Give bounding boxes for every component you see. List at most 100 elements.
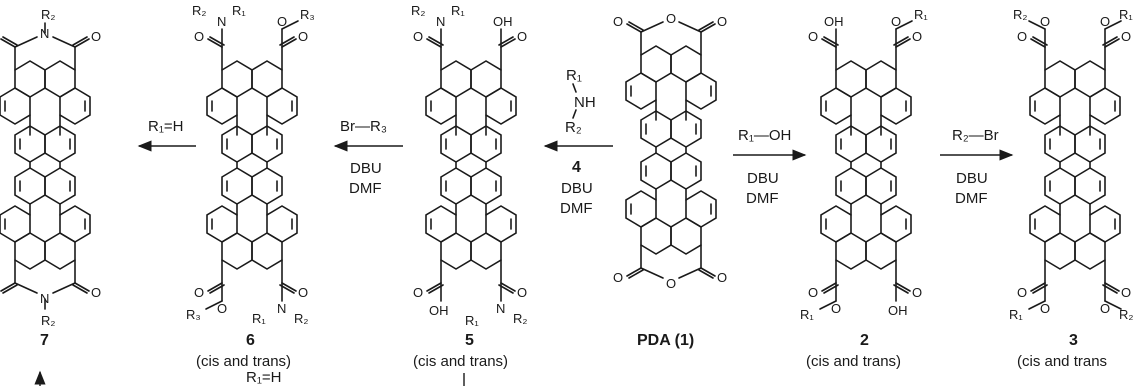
compound-6-number: 6	[246, 332, 255, 349]
atom-r1: R₁	[252, 311, 266, 326]
atom-o: O	[1121, 29, 1131, 44]
atom-r2: R₂	[41, 313, 55, 328]
reagent-dmf: DMF	[746, 190, 779, 207]
atom-o: O	[277, 14, 287, 29]
atom-n: N	[217, 14, 226, 29]
reagent-amine-r1: R₁	[566, 67, 582, 84]
compound-7: N R₂ O O N R₂ O O	[0, 7, 101, 328]
compound-1-name: PDA (1)	[637, 332, 694, 349]
compound-5-number: 5	[465, 332, 474, 349]
atom-o: O	[194, 29, 204, 44]
reagent-dbu: DBU	[561, 180, 593, 197]
reagent-dbu: DBU	[350, 160, 382, 177]
atom-o: O	[717, 14, 727, 29]
compound-7-number: 7	[40, 332, 49, 349]
reagent-dmf: DMF	[349, 180, 382, 197]
atom-r1: R₁	[914, 7, 928, 22]
atom-o: O	[91, 285, 101, 300]
atom-r2: R₂	[294, 311, 308, 326]
compound-2-note: (cis and trans)	[806, 353, 901, 370]
compound-6-note: (cis and trans)	[196, 353, 291, 370]
atom-r2: R₂	[192, 3, 206, 18]
reagent-dmf: DMF	[560, 200, 593, 217]
atom-o: O	[613, 14, 623, 29]
arrow-6-to-7: R₁=H	[137, 118, 196, 152]
compound-3-note: (cis and trans	[1017, 353, 1107, 370]
arrow-2-to-3: R₂—Br DBU DMF	[940, 127, 1014, 207]
atom-n: N	[40, 26, 49, 41]
atom-o: O	[717, 270, 727, 285]
atom-o: O	[517, 285, 527, 300]
atom-o: O	[1040, 14, 1050, 29]
atom-r2: R₂	[1013, 7, 1027, 22]
arrow-5-to-7-bottom: R₁=H	[34, 369, 465, 386]
reagent-br-r3: Br—R₃	[340, 118, 387, 135]
compound-5-note: (cis and trans)	[413, 353, 508, 370]
atom-o: O	[298, 29, 308, 44]
atom-o: O	[1017, 29, 1027, 44]
compound-5: N R₂ R₁ OH O O OH N R₁ R₂ O O	[411, 3, 527, 328]
arrow-1-to-2: R₁—OH DBU DMF	[733, 127, 807, 207]
reagent-r1-h-bottom: R₁=H	[246, 369, 282, 386]
atom-o: O	[1100, 14, 1110, 29]
atom-o: O	[912, 29, 922, 44]
atom-o: O	[298, 285, 308, 300]
compound-3: O R₂ O R₁ O O O R₁ O R₂ O O	[1009, 7, 1133, 322]
atom-r1: R₁	[1119, 7, 1133, 22]
compound-6: N R₂ R₁ O R₃ O O O R₃ N R₁ R₂ O O	[186, 3, 315, 326]
atom-r1: R₁	[800, 307, 814, 322]
atom-o: O	[891, 14, 901, 29]
reagent-dbu: DBU	[956, 170, 988, 187]
atom-o: O	[1017, 285, 1027, 300]
atom-r1: R₁	[451, 3, 465, 18]
atom-oh: OH	[493, 14, 513, 29]
compound-3-number: 3	[1069, 332, 1078, 349]
atom-r3: R₃	[300, 7, 315, 22]
arrow-5-to-6: Br—R₃ DBU DMF	[333, 118, 403, 197]
atom-oh: OH	[824, 14, 844, 29]
compound-2-number: 2	[860, 332, 869, 349]
atom-r2: R₂	[513, 311, 527, 326]
atom-r1: R₁	[1009, 307, 1023, 322]
reagent-amine-nh: NH	[574, 94, 596, 111]
atom-o: O	[912, 285, 922, 300]
atom-o: O	[413, 285, 423, 300]
atom-o: O	[808, 29, 818, 44]
atom-n: N	[277, 301, 286, 316]
atom-r2: R₂	[41, 7, 55, 22]
atom-r3: R₃	[186, 307, 201, 322]
reagent-dbu: DBU	[747, 170, 779, 187]
atom-o: O	[517, 29, 527, 44]
reagent-4: 4	[572, 159, 581, 176]
reagent-r2-br: R₂—Br	[952, 127, 999, 144]
atom-o: O	[666, 11, 676, 26]
atom-o: O	[666, 276, 676, 291]
atom-n: N	[496, 301, 505, 316]
atom-o: O	[1100, 301, 1110, 316]
reagent-r1-h: R₁=H	[148, 118, 184, 135]
atom-r1: R₁	[465, 313, 479, 328]
atom-o: O	[413, 29, 423, 44]
atom-o: O	[808, 285, 818, 300]
atom-o: O	[91, 29, 101, 44]
compound-2: OH O R₁ O O O R₁ OH O O	[800, 7, 928, 322]
atom-oh: OH	[429, 303, 449, 318]
atom-o: O	[217, 301, 227, 316]
atom-oh: OH	[888, 303, 908, 318]
atom-n: N	[436, 14, 445, 29]
reagent-dmf: DMF	[955, 190, 988, 207]
atom-r2: R₂	[1119, 307, 1133, 322]
atom-r2: R₂	[411, 3, 425, 18]
atom-o: O	[1121, 285, 1131, 300]
atom-o: O	[613, 270, 623, 285]
atom-o: O	[194, 285, 204, 300]
atom-o: O	[1040, 301, 1050, 316]
reagent-r1-oh: R₁—OH	[738, 127, 791, 144]
compound-1: O O O O O O	[613, 11, 727, 291]
atom-r1: R₁	[232, 3, 246, 18]
atom-n: N	[40, 291, 49, 306]
arrow-1-to-5: R₁ NH R₂ 4 DBU DMF	[543, 67, 613, 217]
atom-o: O	[831, 301, 841, 316]
reagent-amine-r2: R₂	[565, 119, 582, 136]
